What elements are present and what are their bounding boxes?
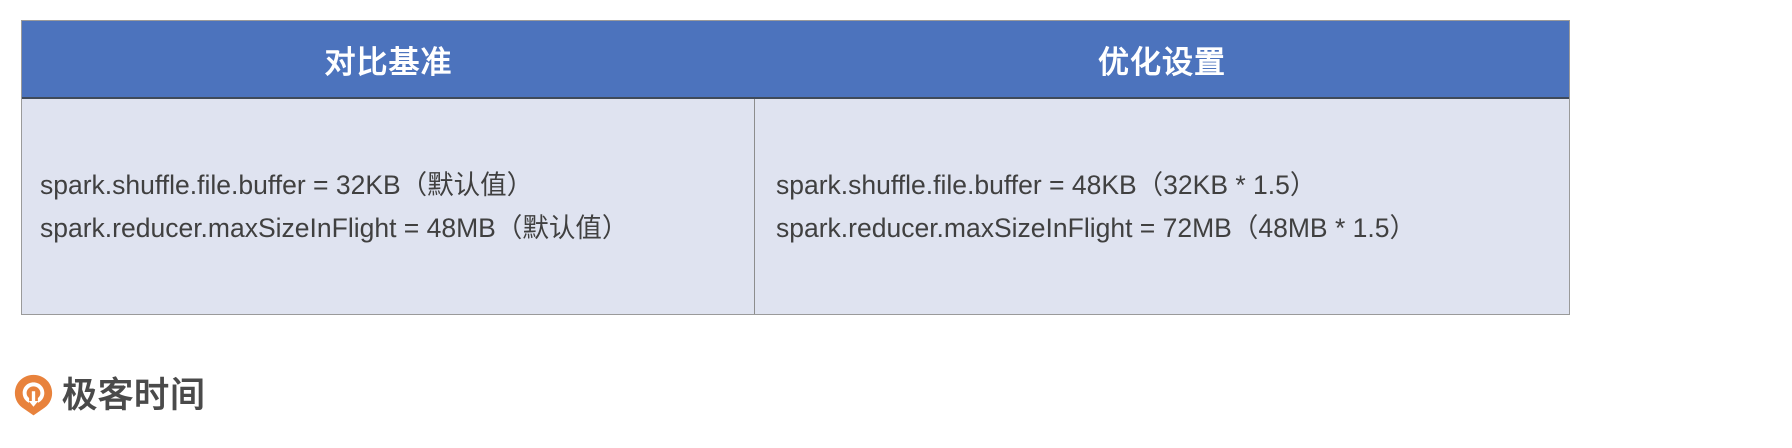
table-header-row: 对比基准 优化设置 <box>22 21 1569 99</box>
geektime-logo-icon <box>14 374 53 416</box>
table-cell-baseline: spark.shuffle.file.buffer = 32KB（默认值） sp… <box>22 99 755 314</box>
optimized-config-line-1: spark.shuffle.file.buffer = 48KB（32KB * … <box>776 169 1317 200</box>
table-row: spark.shuffle.file.buffer = 32KB（默认值） sp… <box>22 99 1569 314</box>
baseline-config-line-2: spark.reducer.maxSizeInFlight = 48MB（默认值… <box>40 212 629 243</box>
comparison-table: 对比基准 优化设置 spark.shuffle.file.buffer = 32… <box>21 20 1570 315</box>
baseline-config-line-1: spark.shuffle.file.buffer = 32KB（默认值） <box>40 169 534 200</box>
table-header-cell-baseline: 对比基准 <box>324 44 453 80</box>
brand-name: 极客时间 <box>62 375 207 415</box>
table-cell-optimized: spark.shuffle.file.buffer = 48KB（32KB * … <box>755 99 1569 314</box>
brand-footer: 极客时间 <box>14 374 206 416</box>
table-header-cell-optimized: 优化设置 <box>1098 44 1226 80</box>
optimized-config-line-2: spark.reducer.maxSizeInFlight = 72MB（48M… <box>776 212 1416 243</box>
